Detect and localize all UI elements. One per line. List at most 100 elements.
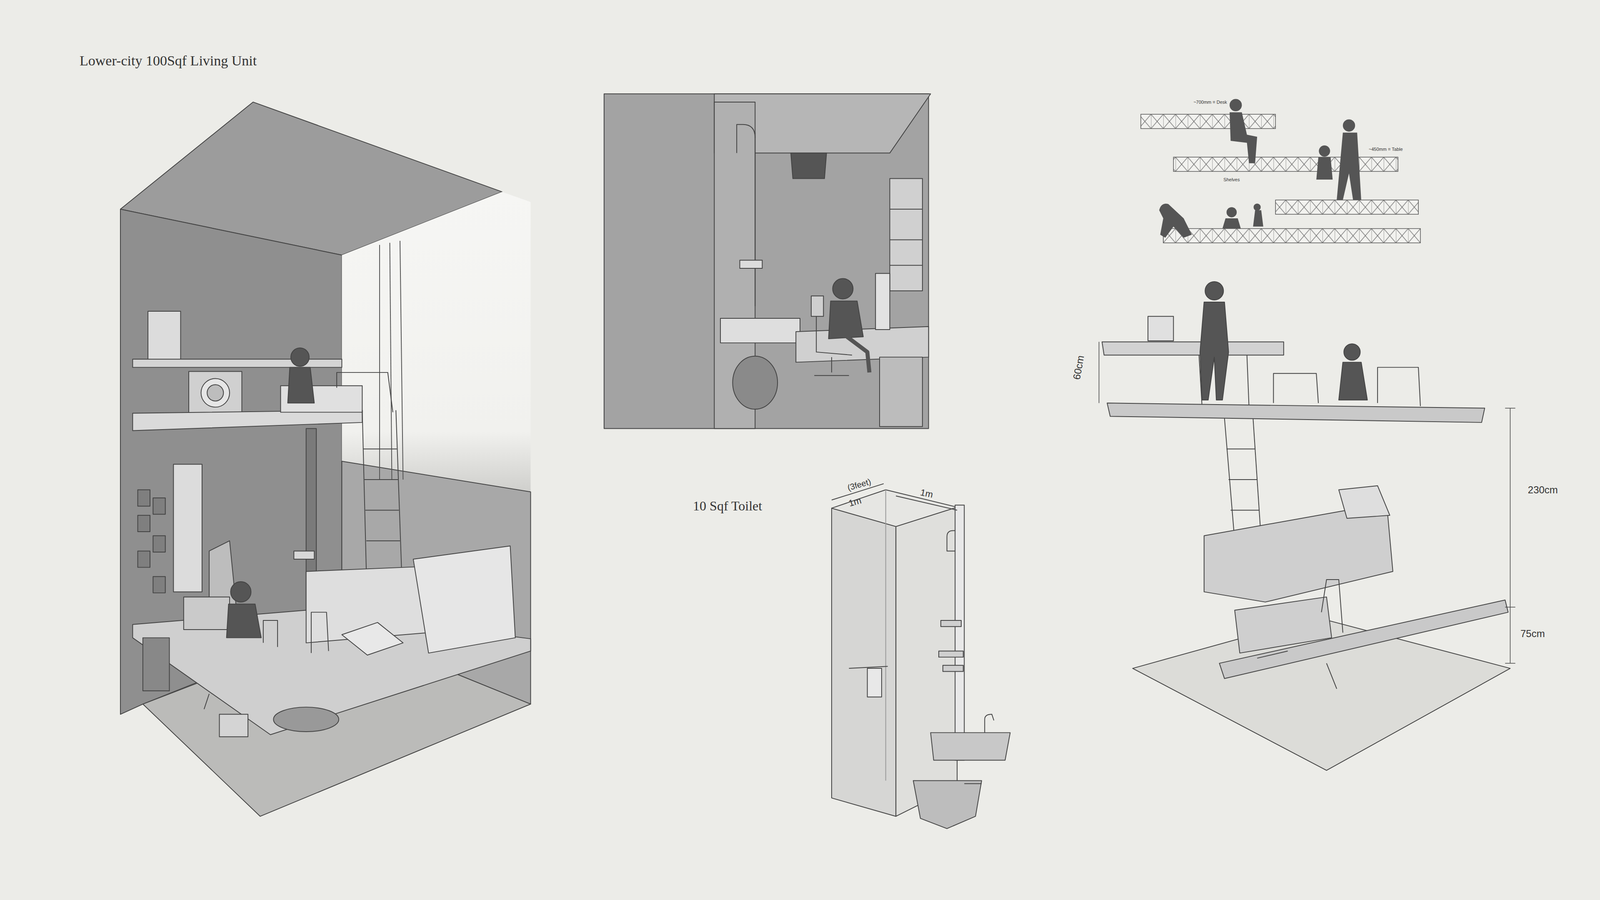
truss-section-diagram [1140, 99, 1421, 243]
living-unit-drawing-part [287, 367, 315, 404]
loft-axonometric-part [1234, 597, 1332, 654]
loft-axonometric-part [1338, 485, 1390, 519]
living-unit-drawing-part [152, 576, 165, 593]
unit-interior-view-part [790, 152, 827, 179]
living-unit-drawing-part [379, 245, 380, 480]
toilet-module-drawing-part [831, 508, 896, 817]
living-unit-drawing-part [152, 535, 165, 553]
toilet-module-drawing-part [867, 668, 882, 698]
dimension-label: 60cm [1070, 354, 1086, 380]
living-unit-drawing-part [363, 448, 398, 450]
unit-interior-view-part [831, 357, 833, 373]
loft-axonometric-part [1205, 281, 1224, 300]
dimension-label: (3feet) [846, 477, 873, 493]
living-unit-drawing-part [219, 714, 249, 737]
truss-section-diagram-part-part [1159, 203, 1192, 238]
living-unit-drawing-part [413, 545, 516, 653]
toilet-module-drawing-part [940, 620, 962, 627]
toilet-module-drawing-part [831, 490, 958, 527]
unit-interior-view-part [828, 300, 864, 339]
living-unit-drawing-part [230, 581, 251, 603]
living-unit-drawing-part [132, 410, 363, 431]
loft-axonometric-part [1510, 408, 1511, 664]
loft-axonometric-part [1098, 341, 1100, 403]
living-unit-drawing-part [390, 242, 393, 480]
living-unit-drawing-part [132, 359, 342, 368]
toilet-module-drawing-part [913, 780, 982, 829]
living-unit-drawing [120, 102, 531, 817]
section-title: 10 Sqf Toilet [692, 498, 763, 514]
toilet-module-drawing-part [938, 650, 964, 658]
unit-interior-view-part [890, 239, 923, 241]
loft-axonometric-part [1247, 355, 1250, 406]
living-unit-drawing-part [152, 497, 165, 515]
living-unit-drawing-part [365, 510, 400, 511]
living-unit-drawing-part [147, 311, 181, 361]
toilet-module-drawing-part [984, 714, 994, 733]
unit-interior-view-part [814, 375, 849, 376]
truss-section-diagram-part-part [1229, 112, 1258, 163]
toilet-module-drawing-part [955, 505, 965, 760]
truss-section-diagram-part-part [1253, 203, 1261, 211]
truss-section-diagram-part [1159, 99, 1362, 238]
living-unit-drawing-part [226, 604, 262, 638]
loft-axonometric-part [1226, 448, 1256, 450]
toilet-module-drawing-part [930, 732, 1010, 760]
truss-section-diagram-part-part [1226, 207, 1237, 218]
living-unit-drawing-part [263, 620, 278, 648]
unit-interior-view-part [811, 295, 824, 317]
unit-interior-view-part [875, 273, 890, 330]
unit-interior-view-part [890, 208, 923, 210]
living-unit-drawing-part [137, 515, 150, 532]
dimension-label: 75cm [1520, 628, 1545, 640]
sheet-title: Lower-city 100Sqf Living Unit [79, 52, 257, 69]
loft-axonometric-part [1102, 341, 1284, 355]
toilet-module-drawing-part [947, 530, 956, 551]
living-unit-drawing-part [311, 612, 329, 653]
unit-interior-view-part [732, 356, 778, 410]
unit-interior-view-part [720, 318, 800, 343]
truss-section-diagram-part-part [1252, 210, 1263, 227]
truss-section-diagram-part-part [1336, 132, 1362, 200]
living-unit-drawing-part [173, 464, 203, 592]
truss-section-diagram-part [1275, 200, 1419, 215]
toilet-module-drawing-part [964, 783, 982, 785]
loft-axonometric-part [1200, 302, 1229, 400]
dimension-label: 1m [919, 487, 934, 500]
living-unit-drawing-part [137, 550, 150, 568]
truss-section-diagram-part-part [1316, 157, 1333, 180]
loft-axonometric-part [1338, 362, 1368, 400]
loft-axonometric-part [1321, 579, 1343, 633]
unit-interior-view-part [879, 357, 923, 427]
loft-axonometric-part [1228, 479, 1258, 480]
note-label: Shelves [1223, 177, 1240, 183]
living-unit-drawing-part [137, 490, 150, 507]
living-unit-drawing-part [273, 707, 339, 732]
living-unit-drawing-part [290, 347, 310, 367]
living-unit-drawing-part [364, 479, 398, 480]
living-unit-drawing-part [341, 622, 403, 655]
unit-interior-view-part [832, 278, 853, 300]
unit-interior-view-part [736, 124, 755, 154]
truss-section-diagram-part [1140, 114, 1276, 129]
loft-axonometric-part [1107, 402, 1485, 423]
truss-section-diagram-part [1163, 228, 1421, 243]
living-unit-drawing-part [400, 240, 403, 480]
living-unit-drawing-part [293, 550, 315, 560]
living-unit-drawing-part [336, 372, 393, 413]
living-unit-drawing-part [207, 384, 224, 401]
unit-interior-view-part [890, 265, 923, 266]
truss-section-diagram-part-part [1318, 145, 1330, 157]
toilet-module-drawing-part [895, 507, 958, 817]
living-unit-drawing-part [142, 637, 170, 691]
loft-axonometric-part [1343, 343, 1360, 360]
living-unit-drawing-part [366, 540, 400, 542]
living-unit-drawing-part [341, 191, 531, 492]
dimension-label: 230cm [1527, 484, 1558, 495]
loft-axonometric-part [1204, 510, 1393, 602]
note-label: ~700mm = Desk [1193, 99, 1228, 105]
unit-interior-view-part [890, 178, 923, 291]
loft-axonometric-part [1273, 373, 1319, 403]
living-unit-drawing-part [183, 597, 230, 630]
